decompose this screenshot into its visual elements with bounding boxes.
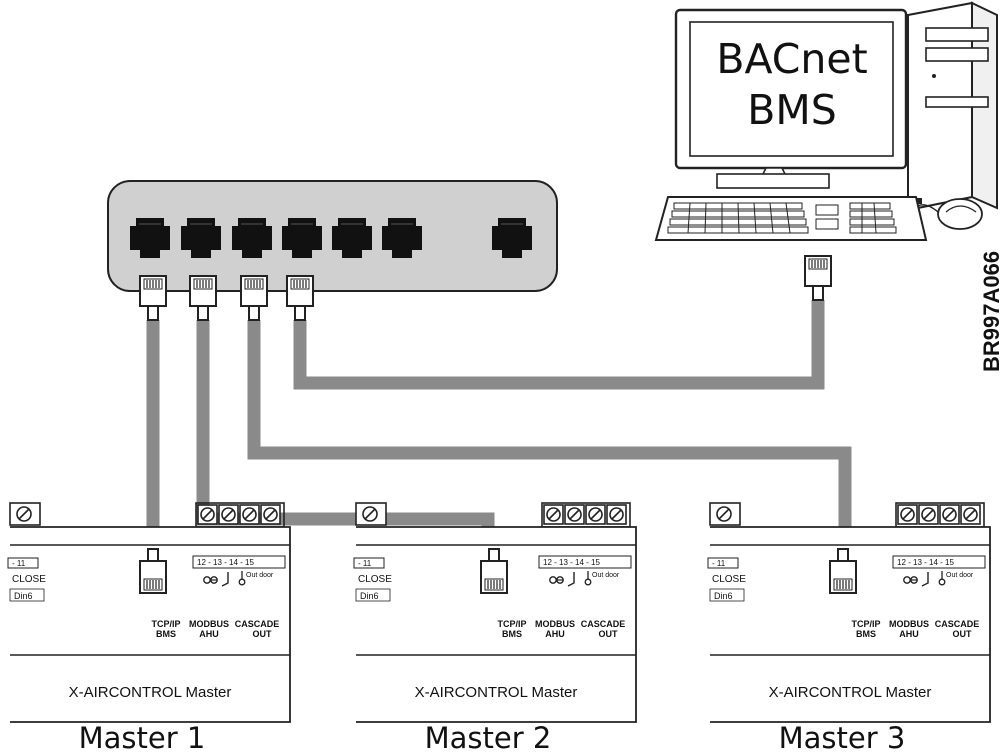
cable-bms [293, 300, 825, 390]
close-label: CLOSE [12, 574, 46, 585]
screw-terminal [239, 504, 260, 525]
left-terminal-number: - 11 [12, 559, 26, 568]
outdoor-label: Out door [246, 572, 274, 579]
bms-label: BMS [156, 629, 176, 639]
pc-monitor [674, 8, 908, 189]
din-label: Din6 [14, 591, 33, 601]
screw-terminal [260, 504, 281, 525]
outdoor-label: Out door [946, 572, 974, 579]
master-name: Master 1 [79, 721, 206, 755]
screw-terminal [543, 504, 564, 525]
out-label: OUT [953, 629, 973, 639]
screw-terminal [897, 504, 918, 525]
tcp-ip-label: TCP/IP [151, 619, 180, 629]
left-terminal-number: - 11 [712, 559, 726, 568]
controller-model-label: X-AIRCONTROL Master [415, 684, 578, 701]
screw-terminal [939, 504, 960, 525]
switch-plug-1 [139, 275, 167, 321]
outdoor-label: Out door [592, 572, 620, 579]
outdoor-sensor-icon [584, 578, 592, 586]
close-label: CLOSE [712, 574, 746, 585]
tcp-ip-label: TCP/IP [851, 619, 880, 629]
screw-terminal [606, 504, 627, 525]
terminal-strip-label: 12 - 13 - 14 - 15 [197, 558, 254, 567]
cable-master-3 [247, 320, 852, 552]
switch-plug-2 [189, 275, 217, 321]
pc-mouse [917, 198, 983, 230]
thermistor-icon [549, 576, 557, 584]
ahu-label: AHU [545, 629, 565, 639]
pc-tower [907, 1, 998, 212]
bms-label: BMS [856, 629, 876, 639]
switch-plug-4 [286, 275, 314, 321]
terminal-strip-label: 12 - 13 - 14 - 15 [543, 558, 600, 567]
modbus-label: MODBUS [889, 619, 929, 629]
screw-terminal [197, 504, 218, 525]
screw-terminal [918, 504, 939, 525]
controller-master-2: - 11 CLOSE Din6 12 - 13 - 14 - 15 Out doorTC… [353, 502, 637, 755]
controllers: - 11 CLOSE Din6 12 - 13 - 14 - 15 Out doorTC… [7, 502, 991, 755]
out-label: OUT [253, 629, 273, 639]
outdoor-sensor-icon [238, 578, 246, 586]
tcp-ip-label: TCP/IP [497, 619, 526, 629]
switch-symbol-icon [921, 572, 929, 587]
figure-code: BR997A066 [979, 251, 1004, 372]
screw-terminal [564, 504, 585, 525]
screen-line-1: BACnet [716, 35, 867, 83]
screw-terminal [960, 504, 981, 525]
controller-model-label: X-AIRCONTROL Master [769, 684, 932, 701]
controller-model-label: X-AIRCONTROL Master [69, 684, 232, 701]
master-name: Master 2 [425, 721, 552, 755]
bms-label: BMS [502, 629, 522, 639]
thermistor-icon [903, 576, 911, 584]
terminal-strip-label: 12 - 13 - 14 - 15 [897, 558, 954, 567]
bms-plug [804, 255, 832, 301]
cascade-label: CASCADE [935, 619, 980, 629]
modbus-label: MODBUS [189, 619, 229, 629]
controller-housing [356, 526, 637, 723]
bms-computer: BACnet BMS [654, 1, 998, 241]
pc-keyboard [654, 196, 928, 241]
left-terminal-number: - 11 [358, 559, 372, 568]
close-label: CLOSE [358, 574, 392, 585]
master-name: Master 3 [779, 721, 906, 755]
switch-plug-3 [240, 275, 268, 321]
network-switch [107, 180, 558, 292]
switch-symbol-icon [221, 572, 229, 587]
outdoor-sensor-icon [938, 578, 946, 586]
controller-master-3: - 11 CLOSE Din6 12 - 13 - 14 - 15 Out doorTC… [707, 502, 991, 755]
controller-master-1: - 11 CLOSE Din6 12 - 13 - 14 - 15 Out doorTC… [7, 502, 291, 755]
switch-symbol-icon [567, 572, 575, 587]
ahu-label: AHU [899, 629, 919, 639]
out-label: OUT [599, 629, 619, 639]
controller-housing [10, 526, 291, 723]
screw-terminal [585, 504, 606, 525]
ahu-label: AHU [199, 629, 219, 639]
din-label: Din6 [360, 591, 379, 601]
screen-line-2: BMS [747, 86, 837, 134]
din-label: Din6 [714, 591, 733, 601]
screw-terminal [218, 504, 239, 525]
cascade-label: CASCADE [581, 619, 626, 629]
cascade-label: CASCADE [235, 619, 280, 629]
thermistor-icon [203, 576, 211, 584]
controller-housing [710, 526, 991, 723]
modbus-label: MODBUS [535, 619, 575, 629]
